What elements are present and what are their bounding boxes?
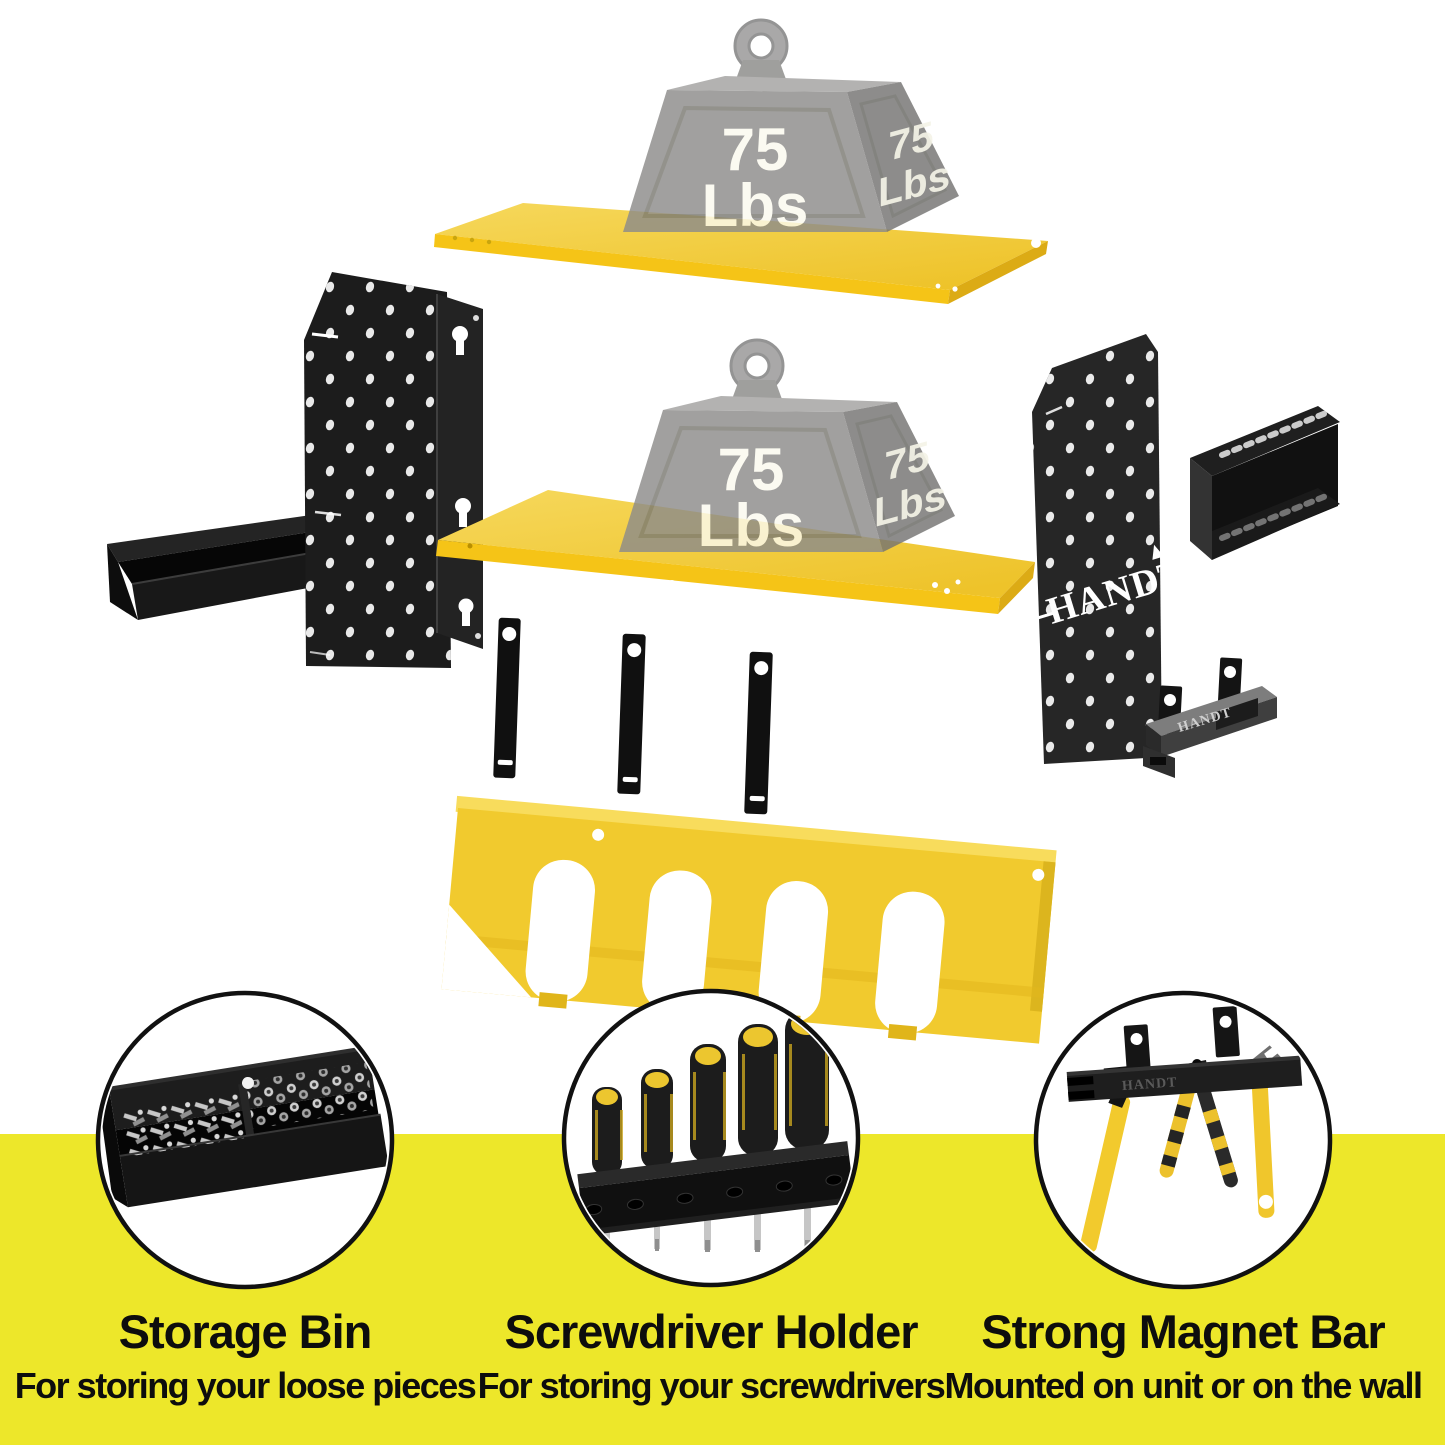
- left-pegboard-panel: [304, 272, 451, 668]
- bar: HANDT: [1066, 1006, 1303, 1102]
- drill-slot: [758, 881, 829, 1023]
- screwdriver-holder-icon: [577, 1010, 854, 1252]
- hanging-strap: [744, 651, 773, 815]
- hanging-strap: [493, 617, 521, 779]
- screwdriver: [641, 1069, 673, 1169]
- feature-circle-magnet-bar: HANDT: [1033, 990, 1333, 1290]
- drill-slot: [525, 859, 596, 1002]
- weight-75lbs-middle: [619, 347, 955, 559]
- top-shelf-front-lip: [434, 234, 950, 304]
- drill-rack: [441, 795, 1057, 1044]
- top-shelf: [434, 203, 1048, 304]
- top-shelf-end: [948, 241, 1048, 304]
- right-pegboard-panel: HANDT: [1032, 334, 1190, 764]
- screwdriver: [738, 1024, 778, 1156]
- bar-logo-text: HANDT: [1122, 1075, 1178, 1094]
- left-mounting-bracket: [436, 294, 483, 649]
- logo-arrow-icon: [1152, 544, 1164, 560]
- holder-bar: [577, 1141, 854, 1236]
- feature-circle-storage-bin: [95, 990, 395, 1290]
- screwdriver: [690, 1044, 726, 1162]
- screwdriver-holder-part: [1190, 406, 1340, 560]
- hanging-strap: [617, 633, 646, 795]
- keyhole-slot: [452, 326, 468, 355]
- weight-75lbs-top: [623, 27, 959, 239]
- middle-shelf-front-lip: [436, 540, 1000, 614]
- feature-circle-screwdriver-holder: [561, 988, 861, 1288]
- middle-shelf-end: [998, 562, 1035, 614]
- magnet-bar-icon: HANDT: [1066, 1006, 1303, 1253]
- drill-slot: [642, 870, 712, 1013]
- drill-slot: [875, 891, 945, 1034]
- top-shelf-surface: [435, 203, 1048, 290]
- storage-bin-icon: [102, 1045, 388, 1208]
- keyhole-slot: [455, 498, 471, 527]
- magnet-bar-part: HANDT: [1143, 657, 1277, 778]
- screwdriver: [592, 1087, 623, 1175]
- keyhole-slot: [458, 598, 474, 626]
